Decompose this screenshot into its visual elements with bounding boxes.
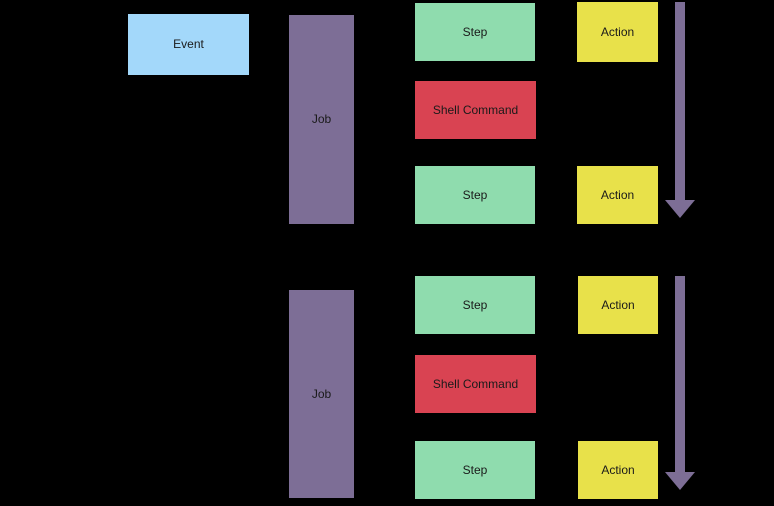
action-label: Action (601, 462, 635, 477)
action-label: Action (600, 187, 635, 202)
action-label: Action (600, 24, 635, 39)
action-node: Action (578, 276, 658, 334)
arrow-shaft (675, 2, 685, 200)
event-node: Event (128, 14, 249, 75)
job-node-top: Job (289, 15, 354, 224)
job-node-bottom: Job (289, 290, 354, 498)
step-label: Step (462, 187, 488, 202)
execution-order-arrow-top (665, 2, 695, 218)
step-node: Step (415, 441, 535, 499)
event-label: Event (173, 37, 204, 52)
shell-command-node: Shell Command (415, 355, 536, 413)
shell-command-label: Shell Command (432, 102, 519, 117)
job-label: Job (311, 112, 332, 127)
shell-command-node: Shell Command (415, 81, 536, 139)
arrow-down-head-icon (665, 200, 695, 218)
action-node: Action (577, 2, 658, 62)
step-label: Step (462, 24, 488, 39)
job-label: Job (311, 386, 332, 401)
action-node: Action (577, 166, 658, 224)
arrow-shaft (675, 276, 685, 472)
arrow-down-head-icon (665, 472, 695, 490)
action-node: Action (578, 441, 658, 499)
step-label: Step (462, 297, 488, 312)
step-label: Step (462, 462, 488, 477)
step-node: Step (415, 166, 535, 224)
execution-order-arrow-bottom (665, 276, 695, 490)
shell-command-label: Shell Command (432, 376, 519, 391)
step-node: Step (415, 3, 535, 61)
step-node: Step (415, 276, 535, 334)
action-label: Action (601, 297, 635, 312)
